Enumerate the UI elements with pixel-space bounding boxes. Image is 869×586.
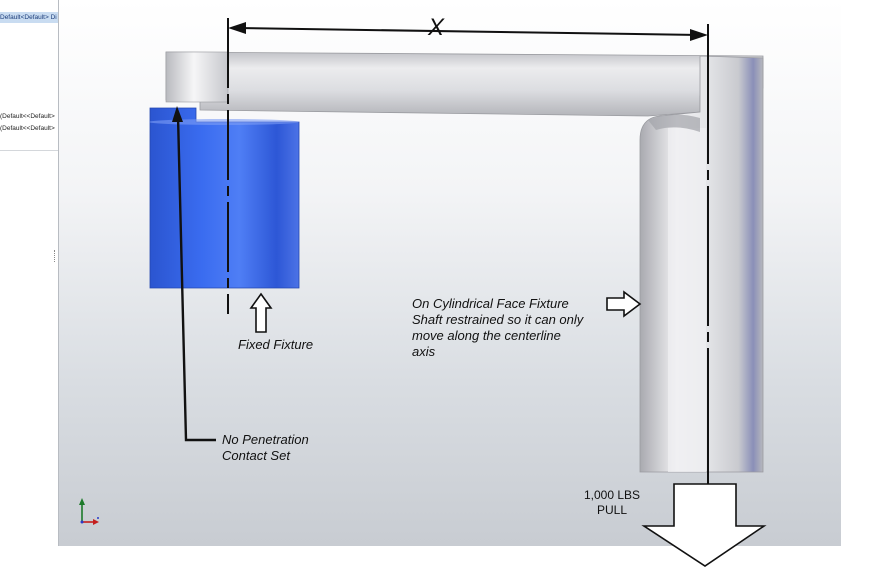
triad-y-arrow [79,498,85,505]
contact-leader-arrowhead [172,106,183,122]
cylindrical-fixture-label: On Cylindrical Face Fixture Shaft restra… [412,296,583,360]
tree-item-component-2[interactable]: (Default<<Default> [0,125,55,132]
viewport-right-margin [841,0,869,546]
load-label: 1,000 LBS PULL [584,488,640,518]
dimension-arrowhead-right [690,29,708,41]
shaft-fillet [648,114,700,132]
load-line: 1,000 LBS [584,488,641,502]
left-boss [165,51,229,103]
fixed-fixture-label: Fixed Fixture [238,337,314,352]
panel-divider [0,150,58,151]
panel-resize-handle[interactable] [54,250,58,262]
crank-arm-horizontal [165,51,764,117]
cylindrical-fixture-arrow [606,290,642,318]
cylindrical-fixture-line: Shaft restrained so it can only [412,312,584,327]
tree-item-component-1[interactable]: (Default<<Default> [0,113,55,120]
contact-line: No Penetration [222,432,309,447]
triad-origin [80,520,84,524]
load-arrow [641,483,767,567]
cylindrical-fixture-line: On Cylindrical Face Fixture [412,296,569,311]
triad-x-arrow [93,519,99,525]
cylindrical-fixture-line: move along the centerline [412,328,561,343]
dimension-arrowhead-left [228,22,246,34]
tree-item-configuration[interactable]: Default<Default> Di [0,12,58,23]
contact-line: Contact Set [222,448,290,463]
triad-z-dot [97,517,99,519]
dimension-line-x [235,27,701,36]
shaft-inner-cylinder [668,128,706,472]
contact-leader-line [176,115,216,442]
cylindrical-fixture-line: axis [412,344,436,359]
load-line: PULL [597,503,628,517]
contact-label: No Penetration Contact Set [222,432,309,464]
fixture-top-face [149,119,299,125]
dimension-x-label: X [428,14,445,41]
fixed-fixture-block [149,107,300,289]
feature-tree-panel: Default<Default> Di (Default<<Default> (… [0,0,59,546]
fixed-fixture-arrow [249,292,273,333]
